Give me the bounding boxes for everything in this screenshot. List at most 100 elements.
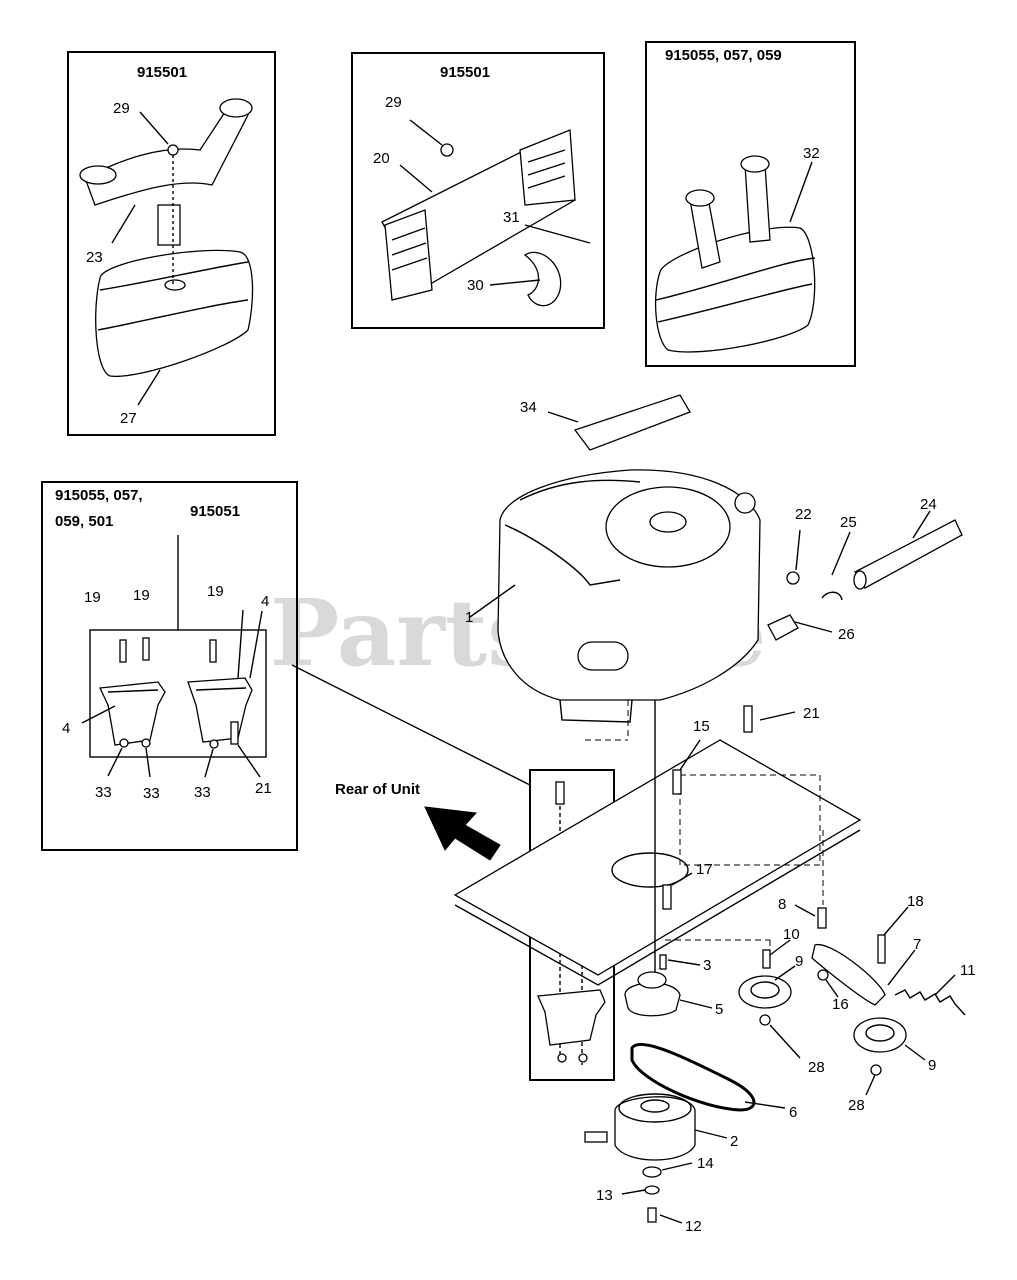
nut-33c bbox=[209, 739, 219, 749]
mounting-plate bbox=[453, 739, 862, 976]
part-24-end bbox=[853, 570, 867, 590]
muffler-a-box: 915501 29 23 27 bbox=[67, 51, 276, 436]
part-28a bbox=[759, 1014, 771, 1026]
label-9a: 9 bbox=[795, 953, 803, 970]
plate-hole bbox=[611, 852, 689, 888]
muffler-a-frame bbox=[67, 51, 276, 436]
label-23: 23 bbox=[86, 249, 103, 266]
muffler-b-title: 915055, 057, 059 bbox=[665, 47, 782, 64]
mount-title-left-2: 059, 501 bbox=[55, 513, 113, 530]
plate-dashed-region bbox=[679, 774, 821, 866]
part-15 bbox=[672, 769, 682, 795]
label-9b: 9 bbox=[928, 1057, 936, 1074]
part-17 bbox=[662, 884, 672, 910]
label-5: 5 bbox=[715, 1001, 723, 1018]
muffler-b-flange-left bbox=[685, 189, 715, 207]
label-4b: 4 bbox=[261, 593, 269, 610]
inset-bracket bbox=[537, 989, 606, 1046]
idler-pulley-b bbox=[853, 1017, 907, 1053]
main-assembly: 34 1 22 25 24 26 21 bbox=[453, 394, 976, 1235]
label-1: 1 bbox=[465, 609, 473, 626]
label-31: 31 bbox=[503, 209, 520, 226]
label-10: 10 bbox=[783, 926, 800, 943]
label-19c: 19 bbox=[207, 583, 224, 600]
pipe-flange-left bbox=[79, 165, 117, 185]
label-21a: 21 bbox=[255, 780, 272, 797]
label-8: 8 bbox=[778, 896, 786, 913]
shield-vent-right bbox=[519, 129, 576, 206]
bolt-19a bbox=[119, 639, 127, 663]
label-20: 20 bbox=[373, 150, 390, 167]
idler-arm bbox=[811, 944, 886, 1006]
muffler-b-body bbox=[654, 226, 816, 353]
part-22 bbox=[786, 571, 800, 585]
engine-oil-cap bbox=[734, 492, 756, 514]
label-16: 16 bbox=[832, 996, 849, 1013]
clutch-connector bbox=[584, 1131, 608, 1143]
muffler-b-pipe-right bbox=[744, 164, 771, 243]
muffler-screw bbox=[167, 144, 179, 156]
part-24 bbox=[854, 519, 963, 589]
rear-of-unit: Rear of Unit bbox=[335, 781, 501, 861]
muffler-a-title: 915501 bbox=[137, 64, 187, 81]
label-26: 26 bbox=[838, 626, 855, 643]
part-13 bbox=[644, 1185, 660, 1195]
heat-shield-frame bbox=[351, 52, 605, 329]
idler-pulley-a bbox=[738, 975, 792, 1009]
part-14 bbox=[642, 1166, 662, 1178]
pipe-stub bbox=[157, 204, 181, 246]
label-2: 2 bbox=[730, 1133, 738, 1150]
bolt-19b bbox=[142, 637, 150, 661]
rear-arrow-icon bbox=[424, 806, 501, 861]
part-28b bbox=[870, 1064, 882, 1076]
muffler-inlet bbox=[164, 279, 186, 291]
mount-callout-line bbox=[291, 664, 531, 786]
label-19b: 19 bbox=[133, 587, 150, 604]
part-11 bbox=[894, 989, 966, 1016]
label-25: 25 bbox=[840, 514, 857, 531]
gasket-30 bbox=[523, 251, 562, 307]
label-7: 7 bbox=[913, 936, 921, 953]
part-12 bbox=[647, 1207, 657, 1223]
label-4a: 4 bbox=[62, 720, 70, 737]
part-26 bbox=[767, 614, 799, 641]
part-18 bbox=[877, 934, 886, 964]
pipe-flange-top bbox=[219, 98, 253, 118]
label-27: 27 bbox=[120, 410, 137, 427]
nut-33b bbox=[141, 738, 151, 748]
muffler-seam-1 bbox=[99, 261, 249, 291]
label-18: 18 bbox=[907, 893, 924, 910]
nut-33a bbox=[119, 738, 129, 748]
inset-bolt bbox=[555, 781, 565, 805]
inset-nut-a bbox=[557, 1053, 567, 1063]
rear-label: Rear of Unit bbox=[335, 781, 420, 798]
mount-inner-frame bbox=[89, 629, 267, 758]
label-19a: 19 bbox=[84, 589, 101, 606]
label-17: 17 bbox=[696, 861, 713, 878]
label-33c: 33 bbox=[194, 784, 211, 801]
spring-21 bbox=[230, 721, 239, 745]
label-11: 11 bbox=[960, 962, 976, 979]
muffler-b-frame bbox=[645, 41, 856, 367]
label-30: 30 bbox=[467, 277, 484, 294]
label-28b: 28 bbox=[848, 1097, 865, 1114]
label-29b: 29 bbox=[385, 94, 402, 111]
label-6: 6 bbox=[789, 1104, 797, 1121]
engine-cap bbox=[649, 511, 687, 533]
label-3: 3 bbox=[703, 957, 711, 974]
label-34: 34 bbox=[520, 399, 537, 416]
label-22: 22 bbox=[795, 506, 812, 523]
label-28a: 28 bbox=[808, 1059, 825, 1076]
engine-air-intake bbox=[577, 641, 629, 671]
part-16 bbox=[817, 969, 829, 981]
part-21 bbox=[743, 705, 753, 733]
part-8 bbox=[817, 907, 827, 929]
label-29: 29 bbox=[113, 100, 130, 117]
label-33b: 33 bbox=[143, 785, 160, 802]
label-33a: 33 bbox=[95, 784, 112, 801]
part-34 bbox=[573, 394, 691, 451]
muffler-b-flange-right bbox=[740, 155, 770, 173]
muffler-b-box: 915055, 057, 059 32 bbox=[645, 41, 856, 367]
label-21: 21 bbox=[803, 705, 820, 722]
